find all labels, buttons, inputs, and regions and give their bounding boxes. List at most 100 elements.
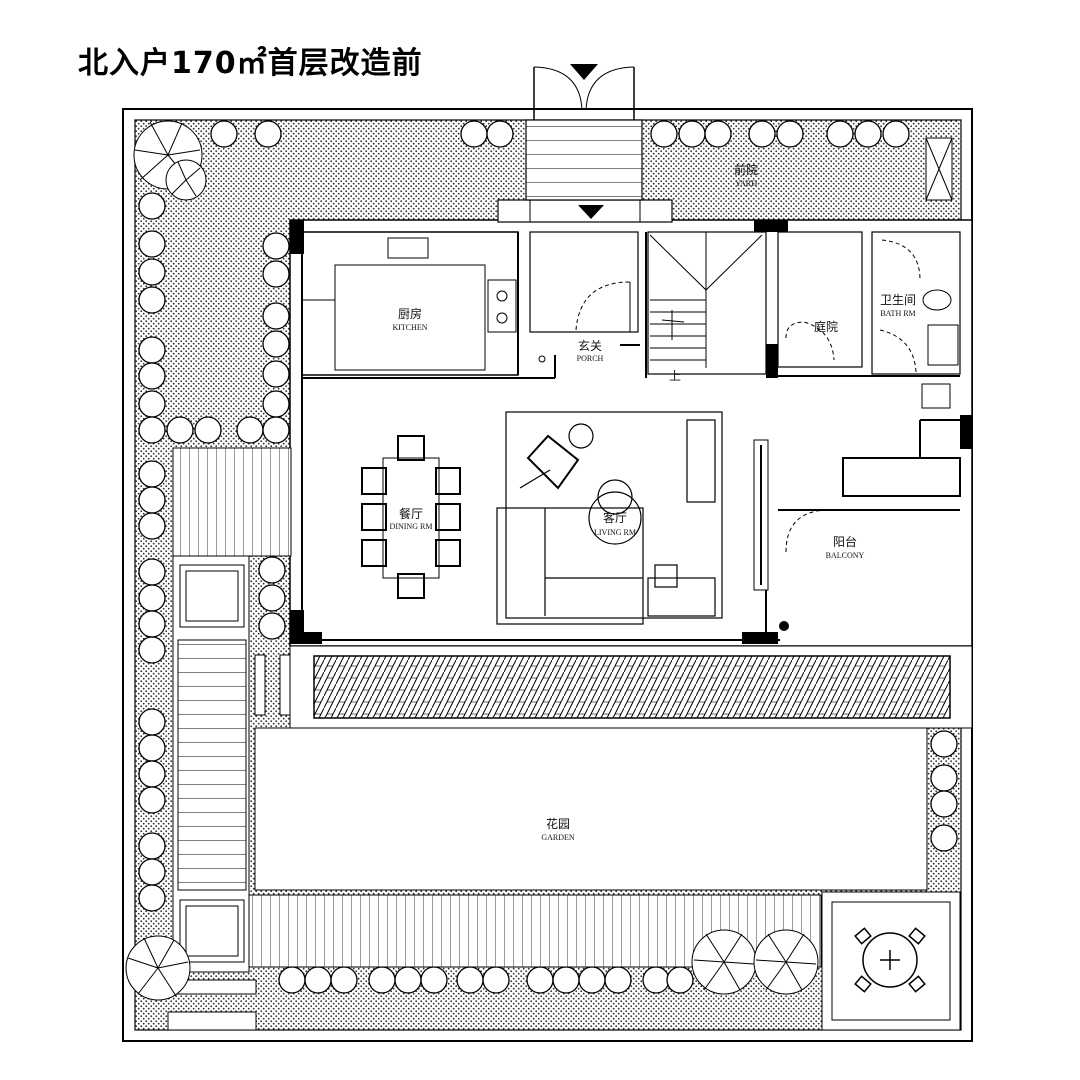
garden-lawn	[254, 727, 928, 891]
structural-columns	[290, 220, 972, 644]
shrub-icon	[262, 330, 290, 358]
shrub-icon	[368, 966, 396, 994]
plan-title: 北入户170㎡首层改造前	[78, 46, 423, 81]
shrub-icon	[262, 232, 290, 260]
shrub-icon	[138, 786, 166, 814]
porch-label-en: PORCH	[577, 354, 604, 363]
shrub-icon	[704, 120, 732, 148]
shrub-icon	[138, 336, 166, 364]
side-stairs	[177, 639, 247, 891]
tree-icon	[125, 935, 191, 1001]
shrub-icon	[262, 260, 290, 288]
shrub-icon	[138, 832, 166, 860]
trees	[125, 120, 819, 1001]
shrub-icon	[262, 360, 290, 388]
shrub-icon	[138, 192, 166, 220]
living-furniture	[496, 411, 723, 625]
bath-label-en: BATH RM	[880, 309, 915, 318]
shrub-icon	[138, 512, 166, 540]
bath-label: 卫生间	[880, 293, 916, 307]
shrub-icon	[138, 460, 166, 488]
kitchen-label: 厨房	[398, 306, 422, 321]
shrub-icon	[138, 760, 166, 788]
shrub-icon	[930, 824, 958, 852]
shrub-icon	[278, 966, 306, 994]
shrub-icon	[262, 390, 290, 418]
dining-label-en: DINING RM	[390, 522, 433, 531]
shrub-icon	[138, 584, 166, 612]
planter-hatch	[313, 655, 951, 719]
living-label: 客厅	[603, 510, 627, 525]
porch-door-swing	[575, 281, 631, 331]
shrub-icon	[166, 416, 194, 444]
house-footprint	[289, 219, 973, 647]
kitchen-fixtures	[302, 237, 517, 371]
shrub-icon	[138, 390, 166, 418]
shrub-icon	[526, 966, 554, 994]
shrub-icon	[650, 120, 678, 148]
courtyard-label: 庭院	[814, 319, 838, 334]
courtyard-door-swing	[785, 321, 835, 361]
shrub-icon	[138, 610, 166, 638]
shrub-icon	[882, 120, 910, 148]
balcony-label-en: BALCONY	[826, 551, 865, 560]
shrub-icon	[138, 486, 166, 514]
balcony-door-swing	[785, 509, 827, 553]
shrub-icon	[258, 612, 286, 640]
entry-arrow-icon	[570, 64, 598, 80]
shrub-icon	[854, 120, 882, 148]
shrub-icon	[138, 708, 166, 736]
shrub-icon	[552, 966, 580, 994]
shrub-icon	[930, 790, 958, 818]
shrub-icon	[930, 730, 958, 758]
shrub-icon	[258, 584, 286, 612]
shrub-icon	[578, 966, 606, 994]
shrub-icon	[826, 120, 854, 148]
dining-table-set	[361, 435, 461, 599]
shrub-icon	[258, 556, 286, 584]
shrub-icon	[262, 416, 290, 444]
bath-fixtures	[879, 239, 959, 409]
dining-label: 餐厅	[399, 506, 423, 521]
shrub-icon	[138, 362, 166, 390]
shrub-icon	[930, 764, 958, 792]
shrub-icon	[330, 966, 358, 994]
shrub-icon	[138, 558, 166, 586]
porch-label: 玄关	[578, 338, 602, 353]
shrub-icon	[420, 966, 448, 994]
living-label-en: LIVING RM	[594, 528, 636, 537]
garden-label-en: GARDEN	[541, 833, 575, 842]
tree-icon	[691, 929, 757, 995]
shrub-icon	[678, 120, 706, 148]
entry-stairs	[525, 119, 643, 201]
shrub-icon	[138, 258, 166, 286]
balcony-label: 阳台	[833, 534, 857, 549]
shrub-icon	[666, 966, 694, 994]
shrub-icon	[138, 230, 166, 258]
shrub-icon	[482, 966, 510, 994]
shrub-icon	[460, 120, 488, 148]
shrub-icon	[642, 966, 670, 994]
shrubs	[138, 120, 958, 994]
shrub-icon	[210, 120, 238, 148]
shrub-icon	[254, 120, 282, 148]
shrub-icon	[138, 734, 166, 762]
shrub-icon	[486, 120, 514, 148]
shrub-icon	[604, 966, 632, 994]
shrub-icon	[394, 966, 422, 994]
shrub-icon	[138, 286, 166, 314]
patio-table-icon	[854, 927, 926, 993]
interior-stair	[649, 232, 763, 368]
shrub-icon	[304, 966, 332, 994]
garden-label: 花园	[546, 816, 570, 831]
shrub-icon	[236, 416, 264, 444]
side-deck	[172, 447, 292, 557]
kitchen-label-en: KITCHEN	[392, 323, 427, 332]
shrub-icon	[138, 636, 166, 664]
tree-icon	[133, 120, 207, 201]
shrub-icon	[262, 302, 290, 330]
shrub-icon	[748, 120, 776, 148]
shrub-icon	[456, 966, 484, 994]
shrub-icon	[138, 858, 166, 886]
shrub-icon	[138, 416, 166, 444]
